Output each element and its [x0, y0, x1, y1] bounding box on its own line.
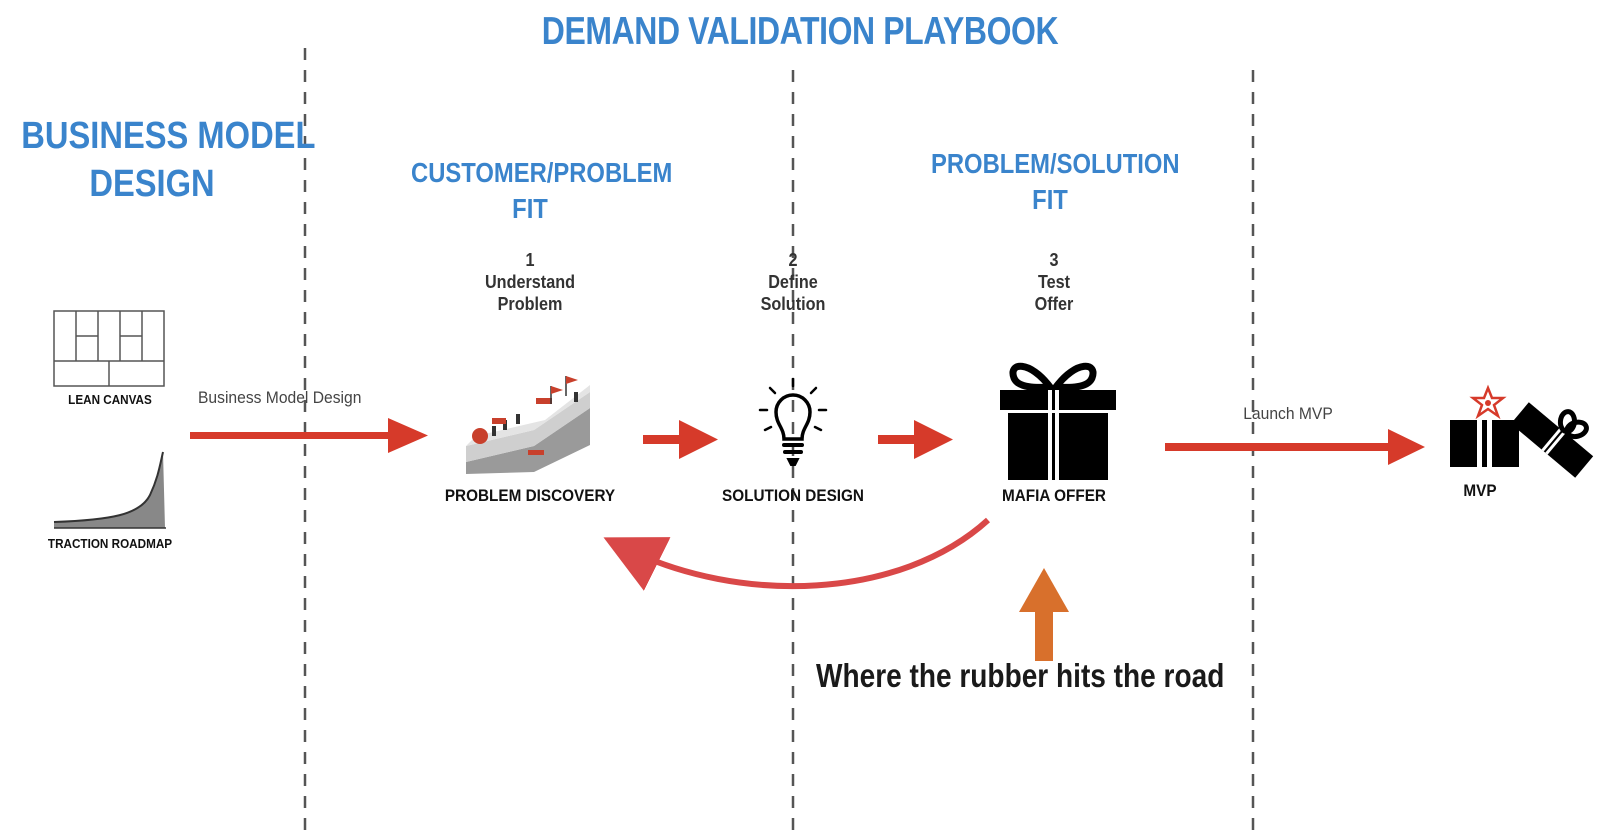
step-1-label: PROBLEM DISCOVERY — [444, 486, 616, 505]
step-2-label: SOLUTION DESIGN — [722, 486, 864, 505]
step-2-header: 2 Define Solution — [730, 249, 856, 315]
page-title: DEMAND VALIDATION PLAYBOOK — [541, 10, 1059, 53]
step-1-line1: Understand — [484, 272, 575, 292]
problem-discovery-icon — [466, 376, 590, 474]
arrow-solution-to-offer — [878, 420, 953, 459]
section-problem-solution-line2: FIT — [1032, 184, 1068, 215]
step-1-number: 1 — [525, 250, 535, 270]
step-3-number: 3 — [1049, 250, 1059, 270]
step-1-header: 1 Understand Problem — [467, 249, 593, 315]
section-business-model-line2: DESIGN — [89, 163, 215, 205]
arrow-business-model-design — [190, 418, 428, 453]
arrow-discovery-to-solution — [643, 420, 718, 459]
traction-roadmap-icon — [53, 451, 166, 529]
section-customer-problem-fit: CUSTOMER/PROBLEM FIT — [411, 155, 673, 227]
step-1-line2: Problem — [497, 294, 563, 314]
launch-mvp-arrow-label: Launch MVP — [1243, 404, 1333, 423]
lean-canvas-label: LEAN CANVAS — [68, 392, 152, 407]
step-2-line2: Solution — [760, 294, 826, 314]
callout-arrow — [1019, 568, 1069, 661]
gift-icon — [1000, 362, 1116, 480]
section-problem-solution-fit: PROBLEM/SOLUTION FIT — [931, 146, 1180, 218]
section-business-model-design: BUSINESS MODEL DESIGN — [21, 112, 316, 208]
arrow-launch-mvp — [1165, 429, 1425, 465]
traction-roadmap-label: TRACTION ROADMAP — [47, 536, 173, 551]
step-3-line1: Test — [1037, 272, 1071, 292]
step-3-label: MAFIA OFFER — [1002, 486, 1106, 505]
step-2-line1: Define — [768, 272, 818, 292]
step-3-header: 3 Test Offer — [991, 249, 1117, 315]
mvp-label: MVP — [1463, 481, 1497, 500]
callout-text: Where the rubber hits the road — [816, 657, 1225, 694]
section-problem-solution-line1: PROBLEM/SOLUTION — [931, 148, 1180, 179]
lightbulb-icon — [758, 377, 828, 466]
mvp-icon — [1450, 384, 1594, 478]
section-customer-problem-line2: FIT — [512, 193, 548, 224]
lean-canvas-icon — [53, 310, 165, 387]
section-customer-problem-line1: CUSTOMER/PROBLEM — [411, 157, 673, 188]
loop-back-arrow — [603, 517, 991, 591]
section-business-model-line1: BUSINESS MODEL — [21, 115, 316, 157]
step-3-line2: Offer — [1034, 294, 1074, 314]
business-model-design-arrow-label: Business Model Design — [198, 388, 362, 407]
step-2-number: 2 — [788, 250, 798, 270]
